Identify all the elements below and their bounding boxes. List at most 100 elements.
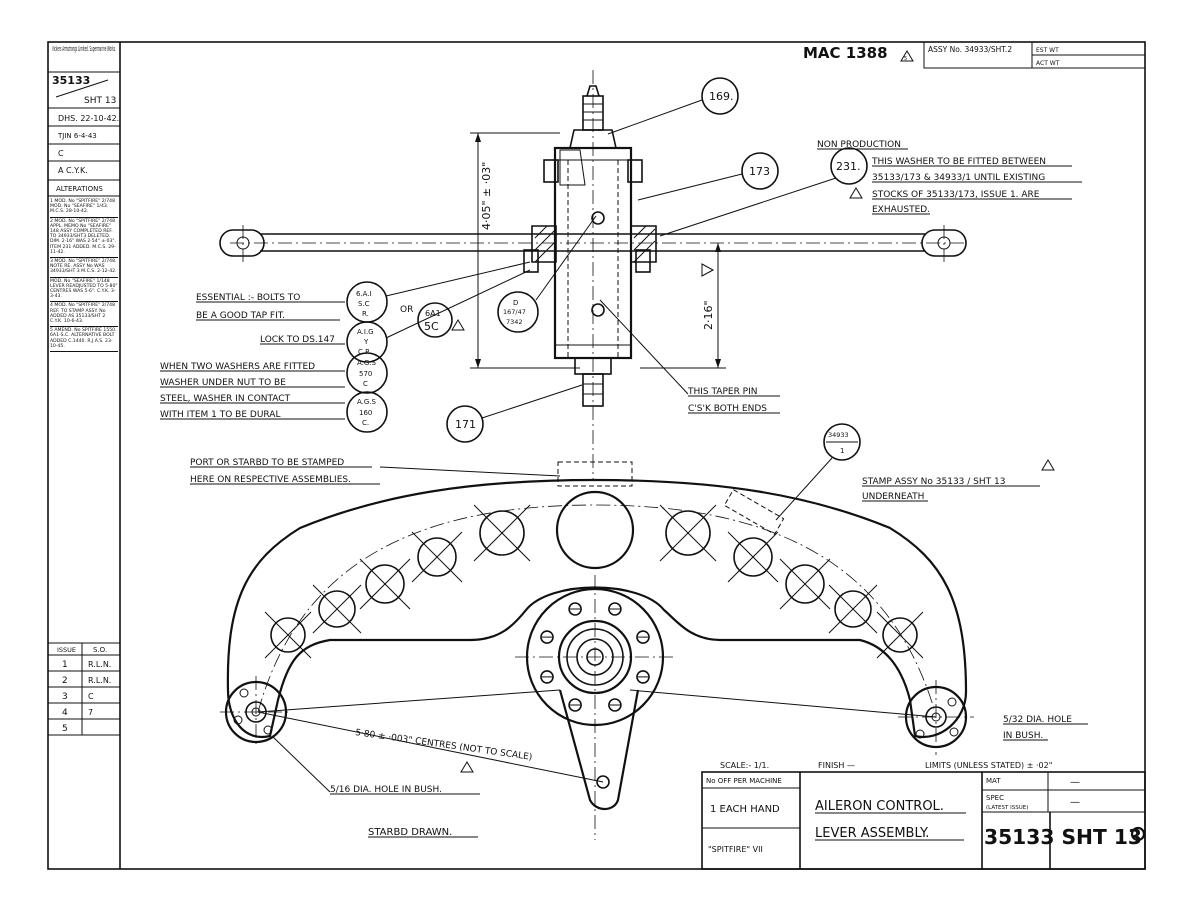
finish: FINISH — (818, 761, 855, 770)
svg-text:C.P.: C.P. (358, 348, 370, 356)
taper-pin-note-2: C'S'K BOTH ENDS (688, 404, 767, 414)
svg-text:A.G.S: A.G.S (357, 398, 377, 406)
notes: NON PRODUCTION THIS WASHER TO BE FITTED … (160, 140, 1082, 502)
stamp-assy-note-1: STAMP ASSY No 35133 / SHT 13 (862, 477, 1005, 487)
svg-text:5: 5 (904, 56, 907, 62)
svg-text:D: D (513, 299, 518, 307)
machine: "SPITFIRE" VII (708, 845, 763, 854)
lightening-hole (365, 564, 405, 604)
washer-note-3: STOCKS OF 35133/173, ISSUE 1. ARE (872, 190, 1040, 200)
alterations-list: 1 MOD. No "SPITFIRE" 2/748 MOD. No "SEAF… (50, 198, 118, 353)
callout-stamp: 34933 1 (775, 423, 861, 521)
issue-number: 2 (62, 676, 68, 686)
section-view: 4·05" ± ·03" 2·16" (219, 70, 967, 480)
stamp-area-port (557, 461, 633, 487)
hole-right-note-2: IN BUSH. (1003, 731, 1043, 741)
traced-by: TJIN 6-4-43 (57, 132, 97, 140)
callout-173: 173 (637, 152, 779, 201)
lightening-hole (785, 564, 825, 604)
callout-washer-2: A.G.S 160 C. (346, 391, 388, 433)
lever-outline (226, 478, 968, 739)
starbd-drawn: STARBD DRAWN. (368, 827, 452, 838)
callout-231: 231. (659, 147, 868, 237)
svg-text:Y: Y (363, 338, 369, 346)
stamp-assy-note-2: UNDERNEATH (862, 492, 924, 502)
svg-text:6A1: 6A1 (425, 309, 441, 318)
svg-text:34933: 34933 (828, 431, 849, 439)
alteration-item: 3 MOD. No "SPITFIRE" 2/748. NOTE RE. ASS… (50, 258, 118, 278)
issue-so: C (88, 692, 94, 701)
hub-bolt (608, 602, 622, 616)
issue-number: 4 (62, 708, 68, 718)
sheet-ref: SHT 13 (84, 96, 116, 106)
svg-text:S.C: S.C (358, 300, 370, 308)
lightening-hole (270, 617, 306, 653)
stamp-area-assy (723, 489, 785, 535)
dim-partial: 2·16" (702, 300, 715, 330)
hole-right-note-1: 5/32 DIA. HOLE (1003, 715, 1072, 725)
washers-note-1: WHEN TWO WASHERS ARE FITTED (160, 362, 315, 372)
callout-d: D 167/47 7342 (497, 215, 597, 333)
svg-text:169.: 169. (709, 90, 734, 103)
lightening-hole (417, 537, 457, 577)
svg-text:A.I.G: A.I.G (357, 328, 374, 336)
note-non-production: NON PRODUCTION (817, 140, 901, 150)
lock-note: LOCK TO DS.147 (260, 335, 335, 345)
title-line-2: LEVER ASSEMBLY. (815, 826, 929, 841)
left-panel: Vickers Armstrongs Limited. Supermarine … (48, 42, 121, 869)
amendment-triangle: 5 (900, 50, 914, 62)
checked-by: C (58, 149, 64, 158)
lightening-hole (318, 590, 356, 628)
svg-text:160: 160 (359, 409, 372, 417)
lightening-hole (834, 590, 872, 628)
drawing-number: MAC 1388 (803, 44, 888, 62)
hub-bolt (568, 602, 582, 616)
lightening-hole (882, 617, 918, 653)
essential-note-2: BE A GOOD TAP FIT. (196, 311, 285, 321)
alteration-item: 5 AMEND. No SPITFIRE 1550. 6A1-S.C. ALTE… (50, 327, 118, 353)
svg-text:5C: 5C (424, 320, 439, 333)
part-number: 35133 SHT 13 (984, 825, 1142, 849)
alterations-header: ALTERATIONS (56, 185, 103, 193)
svg-text:570: 570 (359, 370, 372, 378)
so-header: S.O. (93, 646, 107, 654)
washer-note-2: 35133/173 & 34933/1 UNTIL EXISTING (872, 173, 1045, 183)
spec-value: — (1070, 797, 1080, 808)
est-wt: EST WT (1036, 47, 1059, 54)
svg-text:171: 171 (455, 418, 476, 431)
lower-arm (558, 689, 640, 811)
svg-text:C: C (363, 380, 368, 388)
alteration-item: 1 MOD. No "SPITFIRE" 2/748 MOD. No "SEAF… (50, 198, 118, 218)
issue-header: ISSUE (57, 646, 76, 654)
stamp-port-note-1: PORT OR STARBD TO BE STAMPED (190, 458, 344, 468)
callout-washer-1: A.G.S 570 C (346, 352, 388, 394)
issue-so: 7 (88, 708, 93, 717)
svg-text:OR: OR (400, 305, 413, 315)
washer-note-1: THIS WASHER TO BE FITTED BETWEEN (871, 157, 1046, 167)
hub-bolt (636, 670, 650, 684)
approved-by: A C.Y.K. (58, 166, 88, 175)
svg-text:231.: 231. (836, 160, 861, 173)
centre-hole (555, 490, 635, 570)
hub-bolt (636, 630, 650, 644)
spec-label: SPEC (986, 794, 1004, 802)
issue-number: 1 (62, 660, 68, 670)
svg-text:167/47: 167/47 (503, 308, 526, 316)
svg-text:173: 173 (749, 165, 770, 178)
title-line-1: AILERON CONTROL. (815, 799, 944, 814)
assy-no: ASSY No. 34933/SHT.2 (928, 45, 1012, 54)
svg-text:A.G.S: A.G.S (357, 359, 377, 367)
issue-so: R.L.N. (88, 676, 111, 685)
issue-number: 5 (62, 724, 68, 734)
hub-bolt (540, 630, 554, 644)
washer-note-4: EXHAUSTED. (872, 205, 930, 215)
issue-so: R.L.N. (88, 660, 111, 669)
lightening-hole (733, 537, 773, 577)
plan-view: 5·80 ± ·003" CENTRES (NOT TO SCALE) 5/16… (220, 461, 1088, 840)
stamp-port-note-2: HERE ON RESPECTIVE ASSEMBLIES. (190, 475, 351, 485)
drawing-border (47, 41, 1146, 870)
no-off-value: 1 EACH HAND (710, 804, 780, 815)
washers-note-2: WASHER UNDER NUT TO BE (160, 378, 286, 388)
no-off-label: No OFF PER MACHINE (706, 777, 782, 785)
